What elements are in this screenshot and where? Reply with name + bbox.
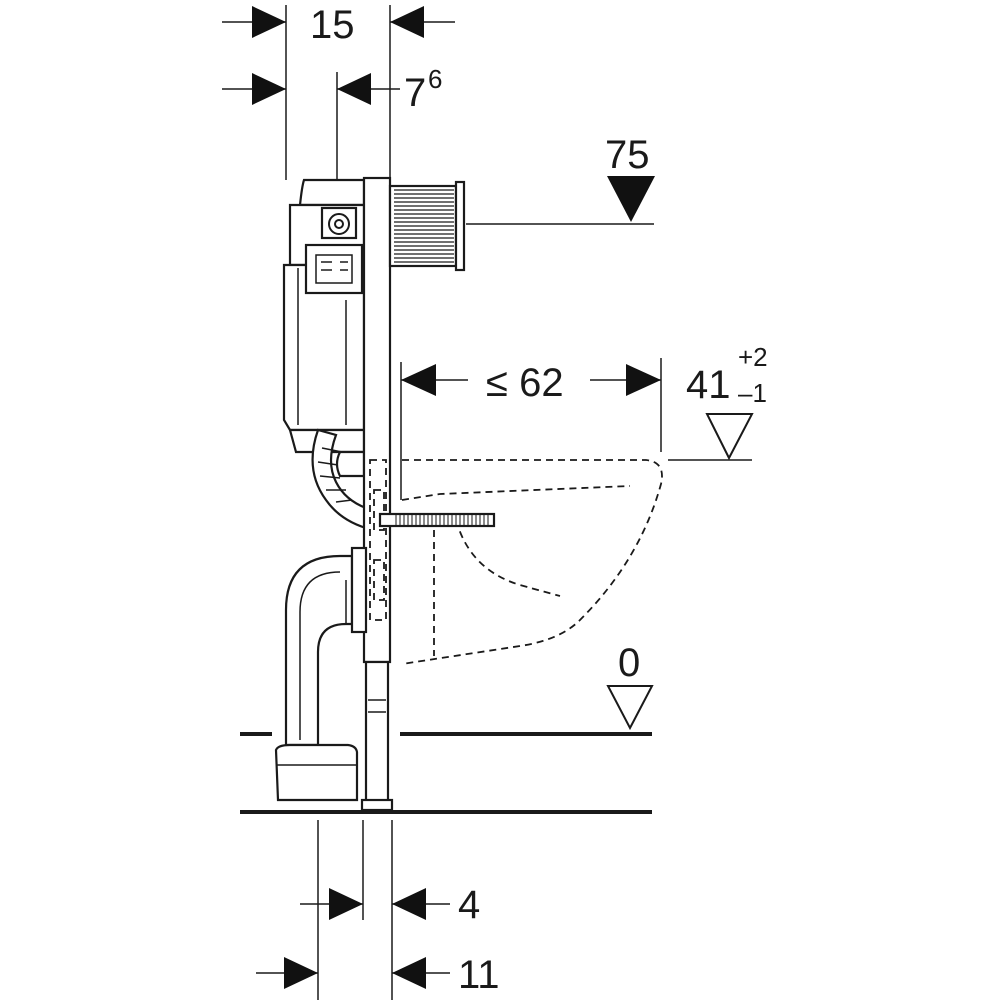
dimension-7-superscript: 6 (428, 64, 442, 94)
dimension-75-label: 75 (605, 133, 650, 177)
dimension-15-label: 15 (310, 3, 355, 47)
dimension-41-label: 41 (686, 363, 731, 407)
dimension-7-6: 7 6 (222, 64, 442, 225)
dimension-62-label: ≤ 62 (486, 361, 564, 405)
cistern-frame (282, 178, 368, 530)
dimension-41-lower-tolerance: –1 (738, 378, 767, 408)
supply-pipe (388, 180, 466, 272)
dimension-7-label: 7 (404, 71, 426, 115)
frame-upright (360, 176, 394, 812)
dimension-11: 11 (256, 953, 500, 997)
dimension-0-label: 0 (618, 641, 640, 685)
wc-pan-outline (401, 459, 663, 665)
floor-lines (240, 732, 652, 814)
mounting-stud (378, 512, 496, 528)
dimension-11-label: 11 (458, 953, 500, 997)
dimension-4: 4 (300, 820, 480, 1000)
dimension-41-upper-tolerance: +2 (738, 342, 768, 372)
dimension-0: 0 (606, 641, 654, 731)
drain-bend (274, 546, 368, 802)
dimension-41: 41 +2 –1 (668, 342, 768, 461)
dimension-15: 15 (222, 3, 455, 180)
dimension-62: ≤ 62 (400, 358, 662, 500)
dimension-75: 75 (466, 133, 655, 225)
dimension-4-label: 4 (458, 883, 480, 927)
